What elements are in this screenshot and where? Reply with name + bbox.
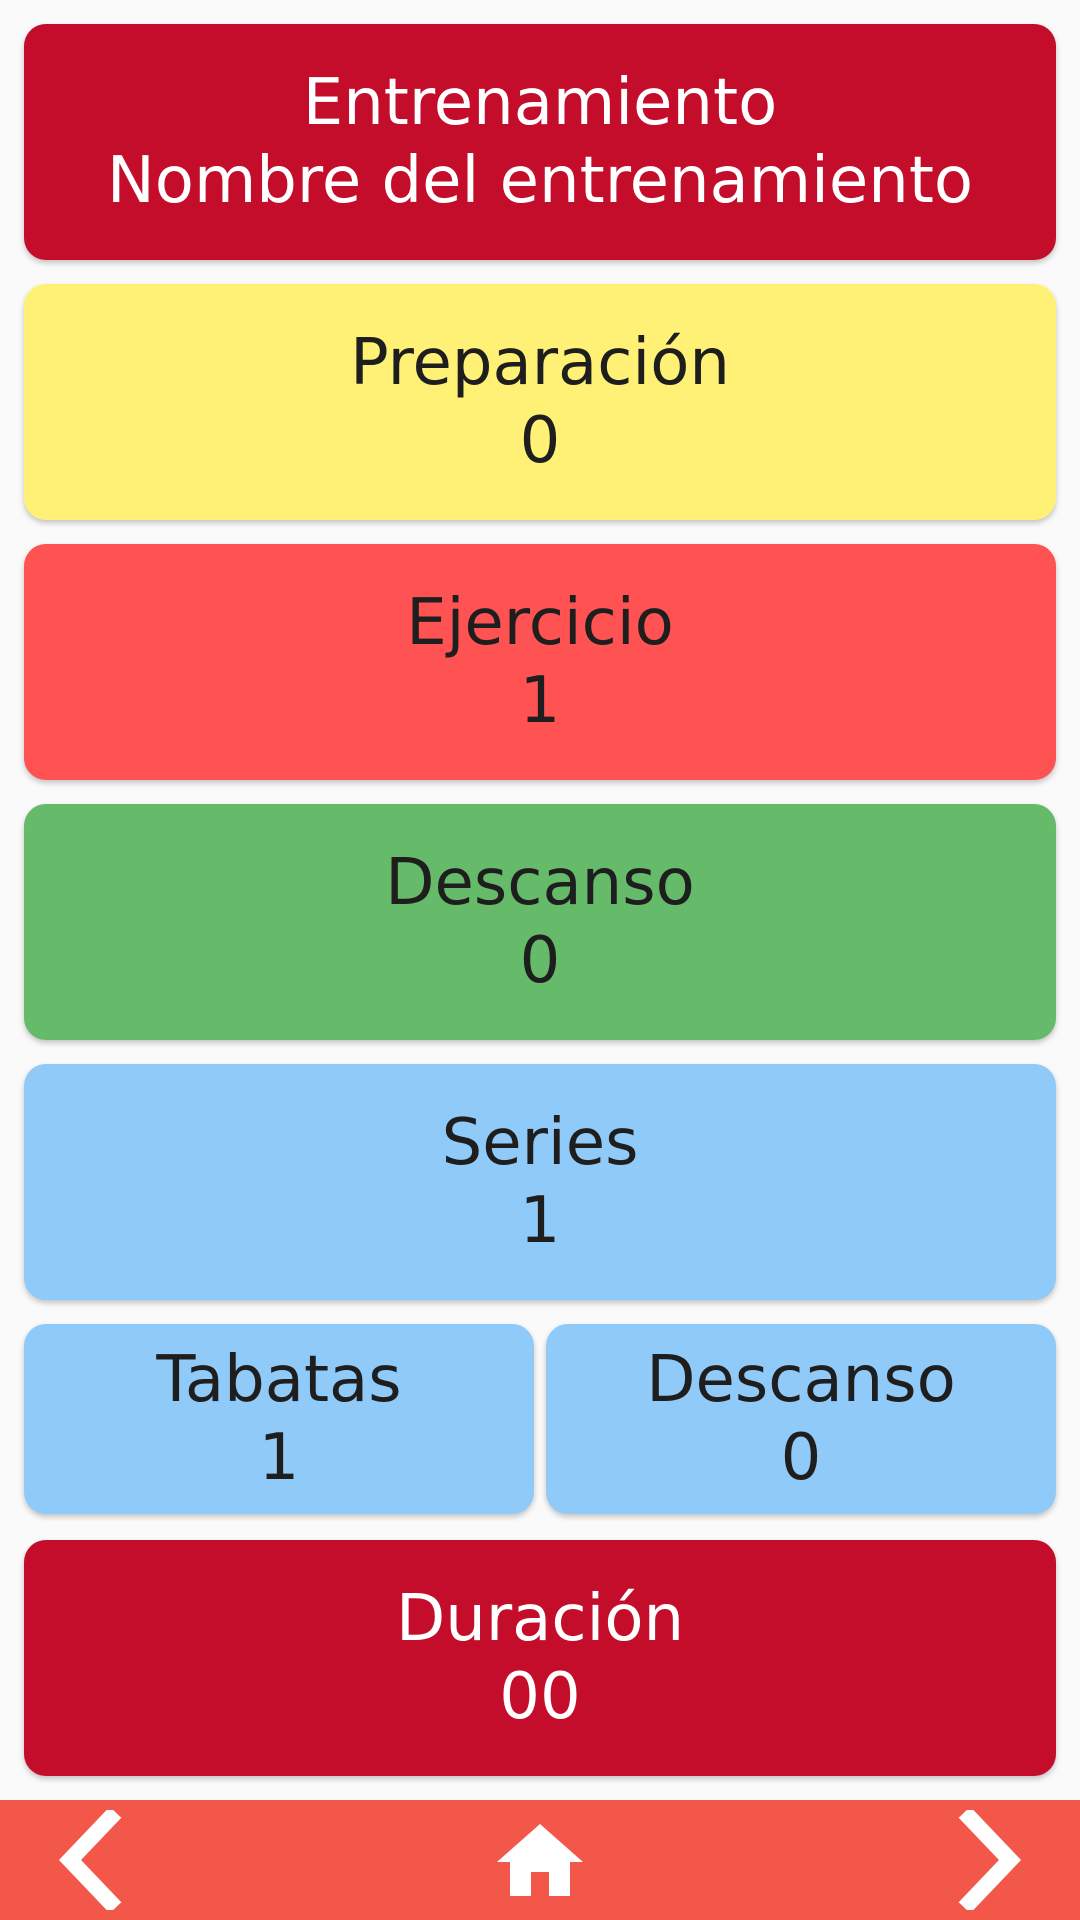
tabatas-label: Tabatas <box>156 1343 402 1417</box>
preparation-value: 0 <box>519 404 561 478</box>
series-label: Series <box>441 1106 639 1180</box>
preparation-label: Preparación <box>350 326 730 400</box>
tabatas-card[interactable]: Tabatas 1 <box>24 1324 534 1514</box>
chevron-left-icon <box>58 1810 122 1910</box>
tabatas-value: 1 <box>258 1421 300 1495</box>
workout-name: Nombre del entrenamiento <box>106 144 974 218</box>
workout-title-label: Entrenamiento <box>302 66 778 140</box>
home-button[interactable] <box>450 1800 630 1920</box>
rest-value: 0 <box>519 924 561 998</box>
tabatas-rest-value: 0 <box>780 1421 822 1495</box>
duration-value: 00 <box>499 1660 581 1734</box>
duration-card[interactable]: Duración 00 <box>24 1540 1056 1776</box>
exercise-label: Ejercicio <box>406 586 674 660</box>
home-icon <box>497 1824 583 1896</box>
previous-button[interactable] <box>0 1800 180 1920</box>
tabatas-rest-label: Descanso <box>646 1343 956 1417</box>
rest-label: Descanso <box>385 846 695 920</box>
tabatas-rest-card[interactable]: Descanso 0 <box>546 1324 1056 1514</box>
duration-label: Duración <box>395 1582 685 1656</box>
series-card[interactable]: Series 1 <box>24 1064 1056 1300</box>
preparation-card[interactable]: Preparación 0 <box>24 284 1056 520</box>
exercise-card[interactable]: Ejercicio 1 <box>24 544 1056 780</box>
rest-card[interactable]: Descanso 0 <box>24 804 1056 1040</box>
chevron-right-icon <box>958 1810 1022 1910</box>
next-button[interactable] <box>900 1800 1080 1920</box>
exercise-value: 1 <box>519 664 561 738</box>
series-value: 1 <box>519 1184 561 1258</box>
bottom-navigation-bar <box>0 1800 1080 1920</box>
workout-title-card[interactable]: Entrenamiento Nombre del entrenamiento <box>24 24 1056 260</box>
